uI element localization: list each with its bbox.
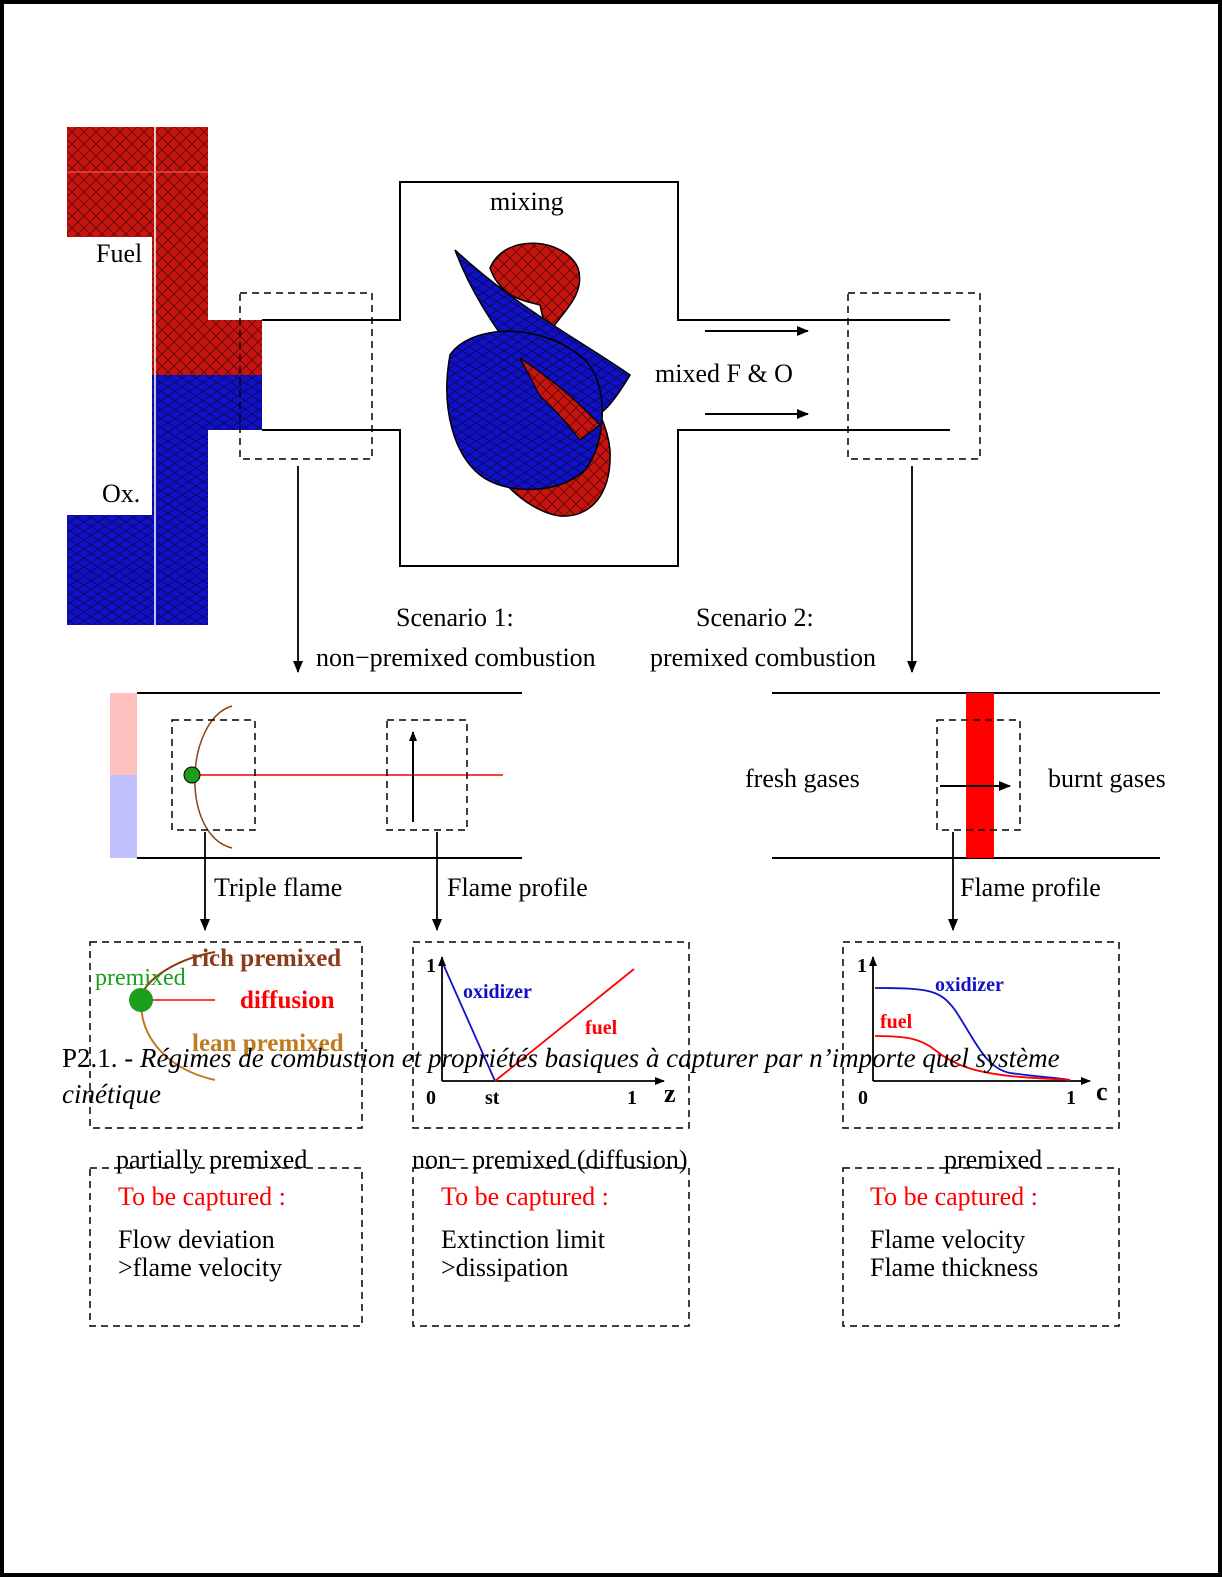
- capture-premixed-header: To be captured :: [870, 1182, 1038, 1211]
- profile1-fuel-label: fuel: [585, 1017, 618, 1039]
- profile1-x1: 1: [627, 1087, 637, 1109]
- profile2-oxidizer-label: oxidizer: [935, 974, 1004, 996]
- nonpremixed-title: non− premixed (diffusion): [412, 1145, 688, 1174]
- profile2-x-axis-label: c: [1096, 1077, 1108, 1106]
- capture-box-nonpremixed: To be captured : Extinction limit >dissi…: [412, 1167, 690, 1327]
- diffusion-label: diffusion: [240, 987, 335, 1014]
- capture-partial-line2: >flame velocity: [118, 1253, 282, 1282]
- nonpremixed-profile-box: 1 0 st 1 z oxidizer fuel: [412, 941, 690, 1129]
- profile1-x-st: st: [485, 1087, 500, 1109]
- capture-premixed-line1: Flame velocity: [870, 1225, 1025, 1254]
- profile1-oxidizer-label: oxidizer: [463, 981, 532, 1003]
- flame-profile-label-1: Flame profile: [447, 873, 588, 902]
- scenario2-title-line2: premixed combustion: [650, 643, 876, 672]
- mixed-label: mixed F & O: [655, 359, 793, 388]
- zoom-box-scenario2: [847, 292, 981, 460]
- caption-number: P2.1. -: [62, 1043, 134, 1073]
- capture-nonpremixed-line2: >dissipation: [441, 1253, 568, 1282]
- capture-nonpremixed-line1: Extinction limit: [441, 1225, 606, 1254]
- injector: Fuel Ox.: [67, 127, 262, 625]
- capture-box-partial: To be captured : Flow deviation >flame v…: [89, 1167, 363, 1327]
- scenario1-title-line2: non−premixed combustion: [316, 643, 596, 672]
- scenario2-title-line1: Scenario 2:: [696, 603, 814, 632]
- triple-flame-box: premixed rich premixed diffusion lean pr…: [89, 941, 363, 1129]
- duct-wall-bottom: [262, 429, 950, 567]
- oxidizer-region: [67, 375, 262, 625]
- fresh-gases-label: fresh gases: [745, 764, 860, 793]
- figure-caption: P2.1. - Régimes de combustion et proprié…: [62, 1040, 1162, 1112]
- profile2-fuel-label: fuel: [880, 1011, 913, 1033]
- profile1-x0: 0: [426, 1087, 436, 1109]
- fuel-label: Fuel: [96, 239, 142, 268]
- mixing-label: mixing: [490, 187, 564, 216]
- oxidizer-curve: [443, 965, 496, 1082]
- premixed-oxidizer-curve: [874, 987, 1071, 1081]
- capture-partial-line1: Flow deviation: [118, 1225, 275, 1254]
- scenario2-channel: [772, 692, 1160, 859]
- capture-nonpremixed-header: To be captured :: [441, 1182, 609, 1211]
- rich-premixed-label: rich premixed: [191, 945, 341, 972]
- profile2-y-tick: 1: [857, 955, 867, 977]
- ox-label: Ox.: [102, 479, 140, 508]
- capture-premixed-line2: Flame thickness: [870, 1253, 1038, 1282]
- profile1-x-axis-label: z: [664, 1079, 676, 1108]
- capture-box-premixed: To be captured : Flame velocity Flame th…: [842, 1167, 1120, 1327]
- scenario1-channel: [110, 692, 522, 859]
- triple-flame-label: Triple flame: [214, 873, 342, 902]
- flame-profile-label-2: Flame profile: [960, 873, 1101, 902]
- mixing-blob: [446, 242, 632, 517]
- lean-premixed-label: lean premixed: [192, 1030, 344, 1057]
- scenario1-title-line1: Scenario 1:: [396, 603, 514, 632]
- premixed-fuel-curve: [874, 1035, 1071, 1081]
- fuel-curve: [494, 968, 635, 1082]
- duct-wall-top: [262, 181, 950, 321]
- premixed-profile-box: 1 0 1 c oxidizer fuel: [842, 941, 1120, 1129]
- partial-premixed-title: partially premixed: [116, 1145, 307, 1174]
- burnt-gases-label: burnt gases: [1048, 764, 1166, 793]
- caption-text: Régimes de combustion et propriétés basi…: [62, 1043, 1060, 1109]
- profile2-x1: 1: [1066, 1087, 1076, 1109]
- zoom-box-scenario1: [239, 292, 373, 460]
- premixed-title: premixed: [944, 1145, 1042, 1174]
- profile1-y-tick: 1: [426, 955, 436, 977]
- capture-partial-header: To be captured :: [118, 1182, 286, 1211]
- fuel-region: [67, 127, 262, 375]
- premixed-label: premixed: [95, 965, 186, 991]
- profile2-x0: 0: [858, 1087, 868, 1109]
